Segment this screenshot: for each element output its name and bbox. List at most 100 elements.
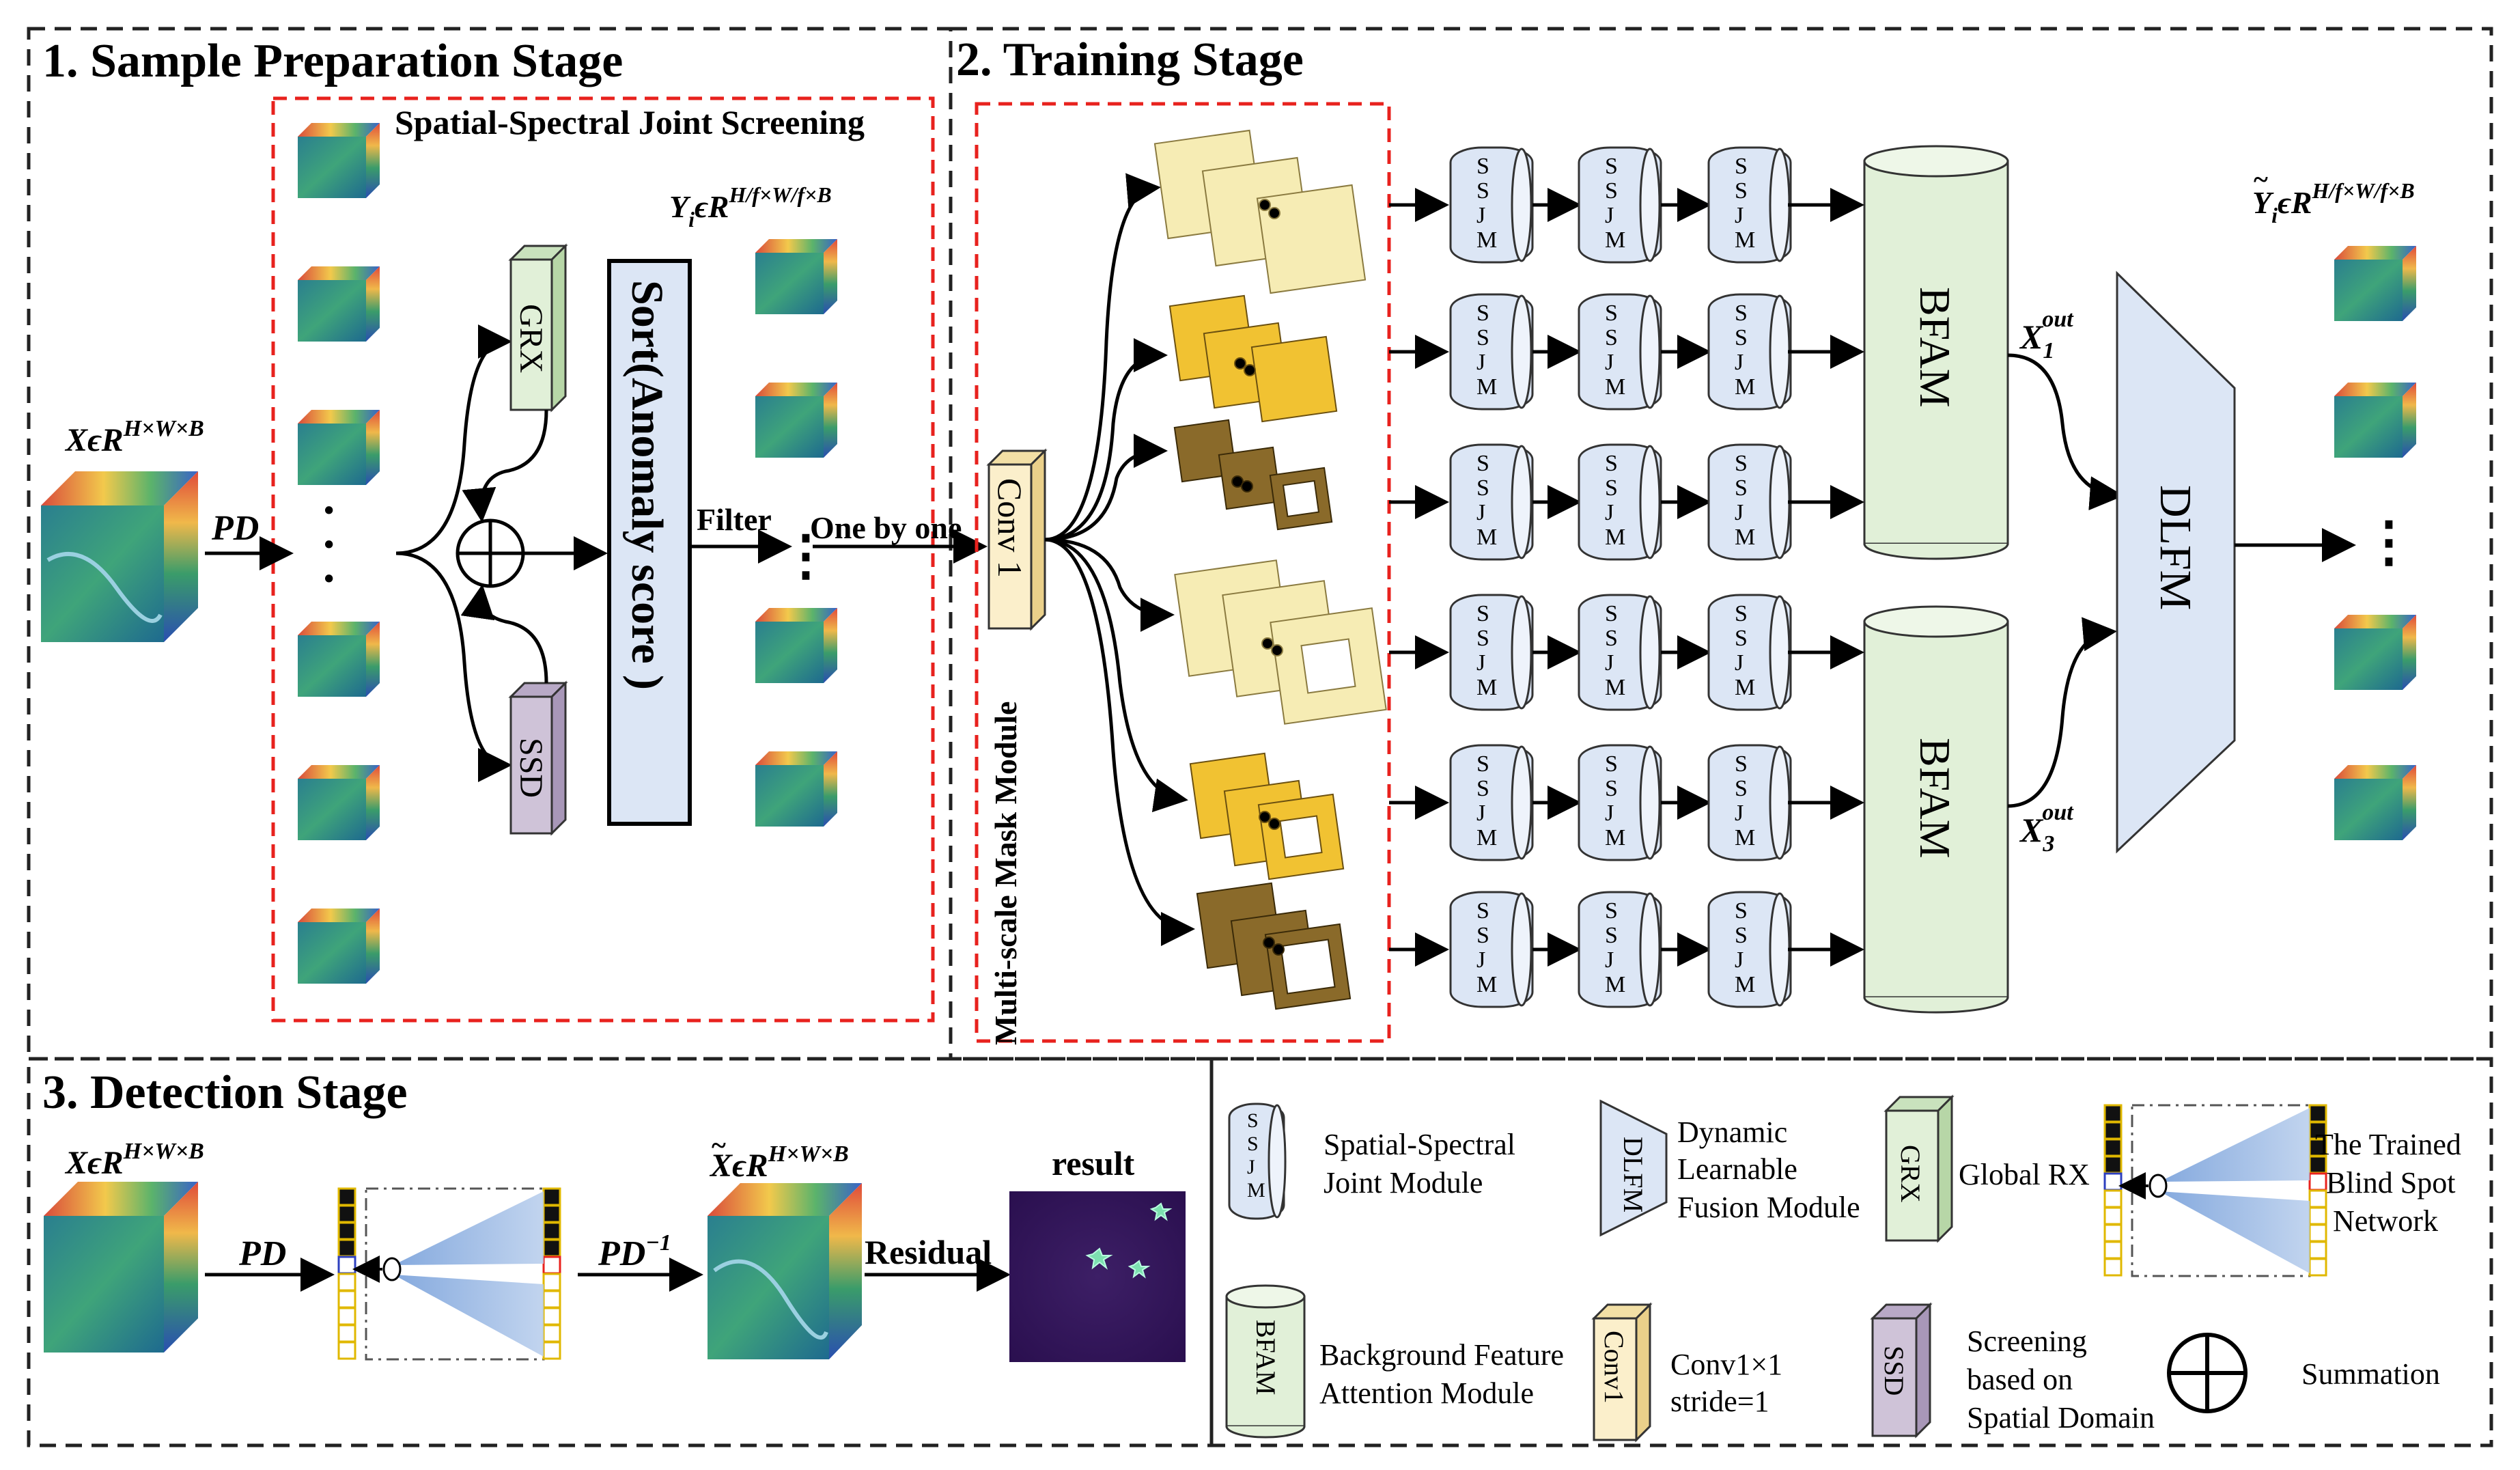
mask-pattern-1 [1153,129,1367,294]
recon-tilde: ~ [712,1130,726,1161]
bsn-right-cell [542,1324,561,1343]
bsn-left-cell [337,1256,356,1275]
grx-to-sum [462,409,548,523]
ssjm-letter: M [1476,675,1497,700]
bsn-right-cell [542,1290,561,1309]
mask-pattern-2 [1168,294,1338,423]
legend-grx-icon: GRX [1884,1094,1955,1243]
patch-dots-left-3: · [321,553,337,605]
legend-conv-text-2: stride=1 [1670,1385,1769,1418]
bfam-bottom-to-dlfm [2007,617,2117,808]
bsn-right-cell [2308,1258,2327,1277]
patch-dots-right: ⋮ [779,526,833,586]
ssjm-letter: J [1735,650,1744,676]
ssjm-letter: S [1735,626,1748,651]
bsn-left-cell [337,1341,356,1360]
branch-to-grx [395,324,512,555]
legend-ssjm-icon [1228,1102,1287,1220]
ssjm-letter: J [1605,947,1614,973]
bsn-right-cell [2308,1189,2327,1208]
ssjm-letter: S [1476,154,1489,179]
legend-ssjm-letter: S [1247,1109,1259,1132]
branch-to-ssd [395,551,512,782]
one-by-one-label: One by one [810,510,962,545]
input-cube [41,471,198,642]
recon-label: XϵRH×W×B [709,1141,849,1184]
legend-bfam-icon: BFAM [1225,1284,1306,1439]
ssjm-letter: M [1735,825,1755,850]
legend-ssjm-letter: M [1247,1179,1265,1202]
stage2-title: 2. Training Stage [956,33,1304,86]
residual-label: Residual [865,1233,992,1271]
legend-ssjm-letter: S [1247,1133,1259,1155]
conv-fan-arrows [1044,173,1195,946]
bsn-left-cell [337,1273,356,1292]
ssjm-letter: S [1605,626,1618,651]
legend-bsn-text-1: The Trained [2315,1128,2461,1161]
detect-input-label: XϵRH×W×B [64,1139,204,1181]
bsn-right-cell [2308,1240,2327,1260]
bsn-fan-bottom [2159,1191,2310,1273]
bsn-left-cell [2103,1172,2123,1191]
bsn-right-cell [2308,1223,2327,1243]
ssjm-letter: S [1605,325,1618,350]
bsn-right-cell [542,1238,561,1258]
ssjm-letter: S [1476,601,1489,626]
stage2-frame [949,27,2493,1061]
recon-cube [708,1183,862,1359]
ssjm-letter: J [1735,203,1744,228]
ssjm-letter: J [1476,350,1485,375]
legend-grx-icon-label: GRX [1895,1145,1926,1203]
result-label: result [1052,1144,1135,1182]
ssjm-letter: J [1476,650,1485,676]
legend-bsn-text-2: Blind Spot [2326,1166,2456,1199]
ssd-label: SSD [513,738,549,798]
mask-module-frame [975,102,1391,1043]
ssjm-letter: M [1605,675,1625,700]
sort-label: Sort(Anomaly score ) [622,280,672,690]
grx-box: GRX [508,243,568,413]
bsn-left-cell [2103,1258,2123,1277]
patch-cubes-right [755,239,837,827]
dlfm-label: DLFM [2151,485,2200,610]
ssjm-letter: S [1476,626,1489,651]
legend-bsn-text-3: Network [2333,1204,2438,1238]
ssjm-letter: S [1735,776,1748,801]
ssjm-letter: S [1735,154,1748,179]
detect-input-cube [44,1182,198,1353]
ssd-to-sum [460,584,548,684]
ssjm-letter: M [1476,227,1497,253]
bsn-fan-top [2159,1108,2310,1182]
bsn-left-cell [337,1307,356,1326]
ssd-box: SSD [508,680,568,836]
ssjm-letter: J [1735,500,1744,525]
legend-ssd-text-1: Screening [1967,1325,2087,1358]
ssjm-letter: J [1735,350,1744,375]
detect-pd-label: PD [238,1234,286,1273]
legend-dlfm-text-1: Dynamic [1677,1115,1787,1149]
ssjm-letter: S [1735,325,1748,350]
ssjm-letter: S [1735,475,1748,501]
ssjm-letter: S [1476,301,1489,326]
ssjm-letter: M [1605,374,1625,400]
sort-box [607,259,692,826]
bsn-right-cell [2308,1206,2327,1225]
bfam-bottom: BFAM [1863,605,2009,1014]
ssjm-letter: S [1476,923,1489,948]
legend-bsn-icon [2103,1104,2327,1277]
bsn-left-cell [2103,1189,2123,1208]
filter-label: Filter [697,502,772,537]
bfam-top: BFAM [1863,145,2009,560]
input-label: XϵRH×W×B [64,416,204,458]
dlfm-block [2116,271,2236,854]
detect-pdinv-label: PD−1 [598,1230,671,1273]
ssjm-letter: M [1476,825,1497,850]
